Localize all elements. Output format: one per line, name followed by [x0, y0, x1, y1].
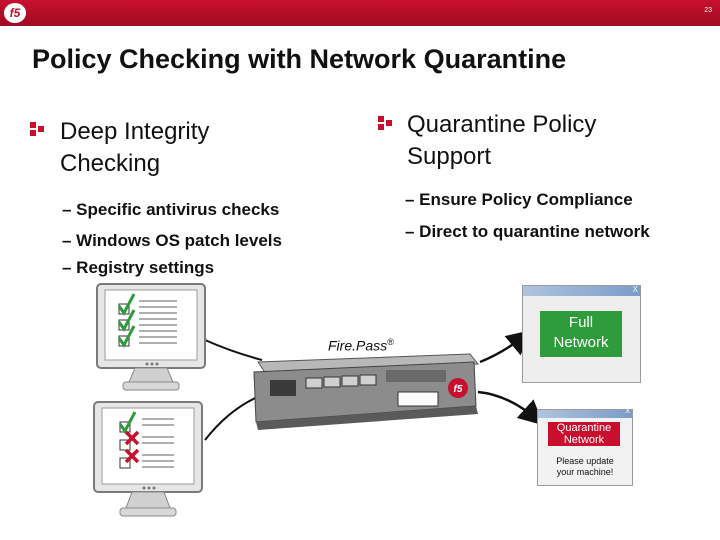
registered-mark: ®: [387, 337, 394, 347]
quarantine-message: Please update your machine!: [538, 456, 632, 478]
quarantine-msg1: Please update: [556, 456, 614, 466]
window-titlebar: [523, 286, 640, 296]
header-bar: f5 23: [0, 0, 720, 26]
quarantine-line2: Network: [563, 434, 605, 446]
checklist: [117, 293, 177, 348]
quarantine-msg2: your machine!: [556, 467, 614, 477]
full-network-window: X Full Network: [522, 285, 641, 383]
svg-text:f5: f5: [454, 384, 463, 395]
compliant-monitor: [96, 283, 206, 391]
close-button[interactable]: X: [632, 285, 638, 294]
left-heading-line2: Checking: [60, 150, 161, 177]
full-network-panel: Full Network: [540, 311, 622, 357]
firepass-appliance: f5: [253, 353, 480, 430]
right-heading-line2: Support: [407, 143, 492, 170]
bullet-icon: [378, 116, 392, 130]
check-icon: [117, 293, 136, 316]
close-button[interactable]: X: [625, 408, 630, 415]
right-item: – Ensure Policy Compliance: [405, 190, 633, 209]
f5-logo: f5: [4, 3, 26, 23]
full-network-line1: Full: [568, 314, 594, 331]
check-icon: [117, 309, 136, 332]
device-label: Fire.Pass®: [328, 337, 394, 354]
arrow-to-quarantine: [477, 390, 544, 426]
quarantine-window: X Quarantine Network Please update your …: [537, 408, 633, 486]
checklist: [118, 411, 174, 469]
f5-device-logo: [448, 378, 468, 398]
check-icon: [118, 411, 137, 434]
window-titlebar: [538, 410, 632, 418]
page-number: 23: [704, 7, 712, 14]
bullet-icon: [30, 122, 44, 136]
arrow-to-full-network: [479, 329, 532, 364]
left-item: – Registry settings: [62, 258, 215, 277]
left-item: – Windows OS patch levels: [62, 231, 282, 250]
full-network-line2: Network: [553, 334, 609, 351]
page-title: Policy Checking with Network Quarantine: [32, 44, 567, 74]
left-heading-line1: Deep Integrity: [60, 118, 210, 145]
right-item: – Direct to quarantine network: [405, 222, 650, 241]
quarantine-panel: Quarantine Network: [548, 422, 620, 446]
right-heading-line1: Quarantine Policy: [407, 111, 597, 138]
arrow-top-left: [204, 339, 263, 361]
noncompliant-monitor: [93, 401, 203, 517]
quarantine-line1: Quarantine: [556, 422, 612, 434]
left-heading: Deep Integrity Checking: [60, 116, 209, 180]
cross-icon: [124, 430, 140, 446]
right-heading: Quarantine Policy Support: [407, 109, 596, 173]
cross-icon: [124, 448, 140, 464]
left-item: – Specific antivirus checks: [62, 200, 280, 219]
check-icon: [117, 325, 136, 348]
device-name: Fire.Pass: [328, 337, 388, 354]
